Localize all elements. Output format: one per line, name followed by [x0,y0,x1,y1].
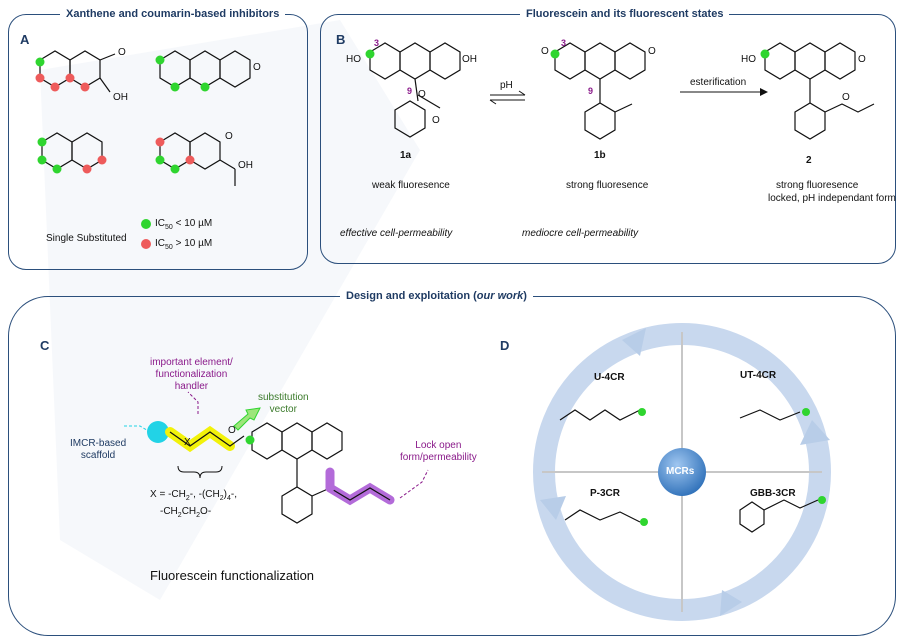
d-ut4cr: UT-4CR [740,370,777,381]
a-oh2: OH [238,160,253,171]
b-perm2: mediocre cell-permeability [522,228,639,239]
panel-cd-title: Design and exploitation (our work) [340,290,533,302]
a-o2: O [253,62,261,73]
b-o-c2: O [842,92,850,103]
c-o-link: O [228,425,236,436]
b-locked: locked, pH independant form [768,193,896,204]
c-fluorescein-functionalization: Fluorescein functionalization [150,568,315,583]
b-n3a: 3 [374,38,380,48]
b-esterification: esterification [690,77,747,88]
d-gbb3cr: GBB-3CR [750,488,796,499]
panel-a-label: A [20,32,30,47]
a-oh: OH [113,92,128,103]
panel-b-title: Fluorescein and its fluorescent states [520,8,730,20]
d-u4cr: U-4CR [594,372,625,383]
b-o-a2: O [432,115,440,126]
d-p3cr: P-3CR [590,488,621,499]
b-id-1b: 1b [594,150,606,161]
panel-b-label: B [336,32,346,47]
a-o3: O [225,131,233,142]
b-id-1a: 1a [400,150,412,161]
b-id-2: 2 [806,155,812,166]
b-n9b: 9 [588,86,594,96]
panel-c-label: C [40,338,50,353]
a-o1: O [118,47,126,58]
b-ph: pH [500,80,513,91]
b-n3b: 3 [561,38,567,48]
panel-d-label: D [500,338,510,353]
c-x-definition: X = -CH2-, -(CH2)4-, -CH2CH2O- [150,489,238,519]
a-legend-red: IC50 > 10 µM [155,238,213,251]
d-mcrs: MCRs [666,466,695,477]
b-oh1: OH [462,54,477,65]
b-perm1: effective cell-permeability [340,228,453,239]
b-weak-fluoresence: weak fluoresence [372,180,450,191]
a-legend-green: IC50 < 10 µM [155,218,213,231]
b-o-b: O [541,46,549,57]
b-o-c: O [858,54,866,65]
b-strong1: strong fluoresence [566,180,649,191]
b-o-b2: O [648,46,656,57]
a-single-substituted: Single Substituted [46,233,127,244]
panel-a-title: Xanthene and coumarin-based inhibitors [60,8,286,20]
b-ho1: HO [346,54,361,65]
b-strong2: strong fluoresence [776,180,859,191]
b-ho2: HO [741,54,756,65]
b-o-a: O [418,89,426,100]
c-x-label: X [184,437,191,448]
b-n9a: 9 [407,86,413,96]
